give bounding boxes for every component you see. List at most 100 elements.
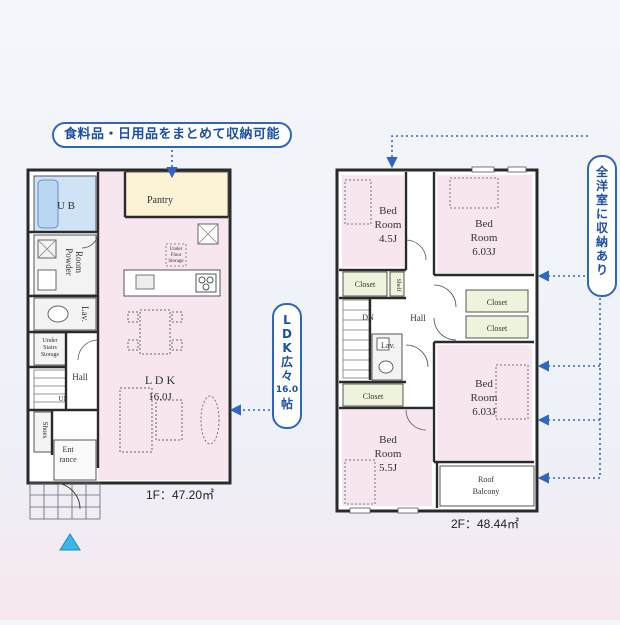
closet-callout-char-1: 全	[595, 165, 608, 179]
closet-1-label: Closet	[355, 280, 376, 289]
dn-label: DN	[362, 313, 374, 322]
hall-1f-label: Hall	[72, 372, 88, 382]
window-marks	[349, 166, 527, 514]
closet-callout-char-8: り	[595, 263, 608, 277]
floor-1-plan	[26, 168, 232, 520]
under-stairs-storage-area	[33, 332, 67, 366]
floor-2-interior-walls	[339, 172, 534, 508]
closet-3	[465, 315, 529, 339]
floor-2-labels: Bed Room 4.5J Bed Room 6.03J Bed Room 6.…	[355, 205, 508, 496]
balcony-label-2: Balcony	[473, 487, 500, 496]
closet-callout-char-3: 室	[595, 193, 608, 207]
porch-tiles	[29, 482, 101, 520]
bed1-size: 4.5J	[379, 233, 398, 245]
floor-1-stairs	[33, 369, 67, 411]
shelf-area	[389, 271, 405, 297]
bed2-size: 6.03J	[472, 246, 496, 258]
kitchen-sink-icon	[135, 274, 155, 290]
closet-4-label: Closet	[363, 392, 384, 401]
balcony-label-1: Roof	[478, 475, 494, 484]
bedroom-2-area	[437, 175, 532, 273]
bed4-label-1: Bed	[379, 434, 397, 446]
closet-callout-char-6: 納	[595, 235, 608, 249]
bed2-label-1: Bed	[475, 218, 493, 230]
closet-2-label: Closet	[487, 298, 508, 307]
closet-callout: 全 洋 室 に 収 納 あ り	[587, 155, 617, 297]
under-stairs-label-1: Under	[43, 338, 58, 344]
washer-icon	[37, 239, 57, 259]
bed3-label-2: Room	[471, 392, 498, 404]
ldk-area	[98, 172, 228, 480]
closet-3-label: Closet	[487, 324, 508, 333]
bed3-label-1: Bed	[475, 378, 493, 390]
floor-1-labels: U B Powder Room Lav. Under Stairs Storag…	[41, 195, 185, 464]
lav-2f-sink-icon	[376, 337, 390, 351]
roof-balcony-area	[439, 465, 535, 507]
bathtub-icon	[37, 179, 59, 229]
pantry-area	[124, 171, 229, 218]
closet-1	[342, 271, 388, 297]
ldk-callout: L D K 広 々 16.0 帖	[272, 303, 302, 429]
toilet-2f-icon	[378, 360, 394, 374]
floor-2-plan	[335, 166, 539, 514]
pantry-label: Pantry	[147, 195, 173, 206]
closet-callout-char-4: に	[595, 207, 608, 221]
closet-callout-char-5: 収	[595, 221, 608, 235]
ldk-callout-char-7: 帖	[280, 397, 293, 411]
closet-callout-char-7: あ	[595, 249, 608, 263]
closet-callout-char-2: 洋	[595, 179, 608, 193]
bed-furniture-icons	[344, 177, 529, 505]
bed4-label-2: Room	[375, 448, 402, 460]
bed2-label-2: Room	[471, 232, 498, 244]
bed3-size: 6.03J	[472, 406, 496, 418]
powder-room-label-1: Powder	[64, 248, 74, 276]
floor-1-doors	[77, 231, 99, 361]
ldk-callout-char-1: L	[283, 313, 291, 327]
ldk-size-label: 16.0J	[148, 391, 172, 403]
floor-2-doors	[405, 239, 457, 431]
ldk-callout-char-4: 広	[280, 355, 293, 369]
under-floor-label-1: Under	[170, 247, 183, 252]
tv-board-icon	[200, 395, 220, 445]
stove-icon	[195, 273, 217, 293]
floor-1-interior-walls	[28, 172, 228, 468]
under-floor-label-2: Floor	[171, 253, 182, 258]
entrance-label-1: Ent	[62, 445, 74, 454]
lav-2f-label: Lav.	[381, 341, 395, 350]
hall-2f-label: Hall	[410, 313, 426, 323]
storage-callout: 食料品・日用品をまとめて収納可能	[52, 122, 292, 148]
bedroom-1-area	[342, 175, 404, 267]
bed1-label-2: Room	[375, 219, 402, 231]
under-stairs-label-3: Storage	[41, 352, 60, 358]
closet-4	[342, 383, 404, 407]
entrance-label-2: rance	[59, 455, 77, 464]
floor-2-stairs	[342, 299, 370, 379]
closet-2	[465, 289, 529, 313]
bedroom-3-area	[437, 345, 532, 460]
sink-icon	[37, 269, 57, 291]
lav-1f-label: Lav.	[80, 306, 90, 322]
ldk-callout-char-3: K	[282, 341, 292, 355]
shelf-label: Shelf	[395, 279, 402, 292]
ub-label: U B	[57, 200, 75, 212]
ldk-callout-char-6: 16.0	[275, 385, 299, 395]
bed1-label-1: Bed	[379, 205, 397, 217]
under-stairs-label-2: Stairs	[43, 345, 57, 351]
under-floor-label-3: Storage	[168, 259, 184, 264]
ldk-callout-char-5: 々	[280, 369, 293, 383]
ldk-label: L D K	[145, 373, 176, 387]
entrance-area	[53, 439, 97, 481]
toilet-icon	[47, 305, 69, 323]
floor-1-area-label: 1F：47.20㎡	[146, 488, 215, 502]
floor-2-area-label: 2F：48.44㎡	[451, 517, 520, 531]
bed4-size: 5.5J	[379, 462, 398, 474]
dining-set-icon	[127, 309, 183, 355]
under-floor-storage-box	[165, 243, 187, 267]
fridge-cross	[197, 223, 219, 245]
front-door-swing	[53, 482, 81, 510]
entrance-marker-icon	[59, 533, 81, 551]
powder-room-label-2: Room	[74, 251, 84, 273]
washer-cross	[37, 239, 57, 259]
